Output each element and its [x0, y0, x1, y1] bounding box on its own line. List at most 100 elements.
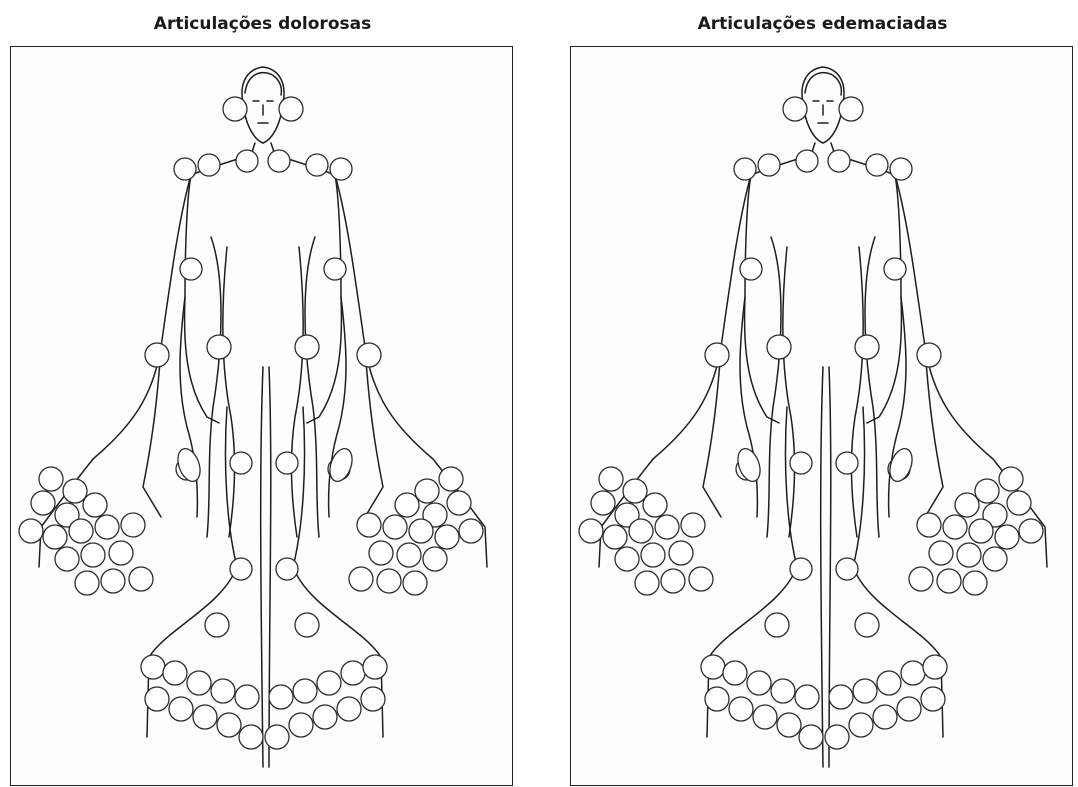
painful-joint-circle-63[interactable] — [363, 655, 387, 679]
painful-joint-circle-39[interactable] — [415, 479, 439, 503]
swollen-joint-circle-18[interactable] — [790, 558, 812, 580]
painful-joint-circle-67[interactable] — [217, 713, 241, 737]
swollen-joint-circle-64[interactable] — [705, 687, 729, 711]
painful-joint-circle-69[interactable] — [265, 725, 289, 749]
swollen-joint-circle-43[interactable] — [1019, 519, 1043, 543]
painful-joint-circle-70[interactable] — [289, 713, 313, 737]
painful-joint-circle-61[interactable] — [317, 671, 341, 695]
painful-joint-circle-15[interactable] — [276, 452, 298, 474]
swollen-joint-circle-62[interactable] — [901, 661, 925, 685]
swollen-joint-circle-14[interactable] — [790, 452, 812, 474]
painful-joint-circle-28[interactable] — [43, 525, 67, 549]
painful-joint-circle-6[interactable] — [306, 154, 328, 176]
painful-joint-circle-34[interactable] — [55, 547, 79, 571]
swollen-joint-circle-34[interactable] — [615, 547, 639, 571]
swollen-joint-circle-9[interactable] — [884, 258, 906, 280]
painful-joint-circle-3[interactable] — [198, 154, 220, 176]
swollen-joint-circle-59[interactable] — [829, 685, 853, 709]
painful-joint-circle-50[interactable] — [423, 547, 447, 571]
swollen-joint-circle-5[interactable] — [828, 150, 850, 172]
swollen-joint-circle-50[interactable] — [983, 547, 1007, 571]
swollen-joint-oval-0[interactable] — [734, 446, 764, 485]
painful-joint-circle-43[interactable] — [459, 519, 483, 543]
painful-joint-circle-4[interactable] — [236, 150, 258, 172]
painful-joint-circle-40[interactable] — [447, 491, 471, 515]
painful-joint-circle-21[interactable] — [295, 613, 319, 637]
painful-joint-circle-48[interactable] — [369, 541, 393, 565]
swollen-joint-circle-2[interactable] — [734, 158, 756, 180]
swollen-joint-circle-67[interactable] — [777, 713, 801, 737]
swollen-joint-circle-36[interactable] — [661, 569, 685, 593]
painful-joint-circle-64[interactable] — [145, 687, 169, 711]
swollen-joint-circle-8[interactable] — [740, 258, 762, 280]
painful-joint-circle-62[interactable] — [341, 661, 365, 685]
swollen-joint-circle-28[interactable] — [603, 525, 627, 549]
painful-joint-oval-1[interactable] — [326, 446, 356, 485]
painful-joint-circle-32[interactable] — [109, 541, 133, 565]
painful-joint-circle-0[interactable] — [223, 97, 247, 121]
swollen-joint-circle-42[interactable] — [955, 493, 979, 517]
swollen-joint-circle-4[interactable] — [796, 150, 818, 172]
swollen-joint-circle-57[interactable] — [771, 679, 795, 703]
swollen-joint-circle-3[interactable] — [758, 154, 780, 176]
swollen-joint-circle-58[interactable] — [795, 685, 819, 709]
painful-joint-circle-54[interactable] — [141, 655, 165, 679]
swollen-joint-circle-13[interactable] — [917, 343, 941, 367]
swollen-joint-circle-49[interactable] — [957, 543, 981, 567]
painful-joint-circle-51[interactable] — [349, 567, 373, 591]
swollen-joint-circle-31[interactable] — [681, 513, 705, 537]
painful-joint-circle-1[interactable] — [279, 97, 303, 121]
painful-joint-oval-0[interactable] — [174, 446, 204, 485]
swollen-joint-circle-23[interactable] — [623, 479, 647, 503]
painful-joint-circle-5[interactable] — [268, 150, 290, 172]
painful-joint-circle-10[interactable] — [145, 343, 169, 367]
painful-joint-circle-24[interactable] — [31, 491, 55, 515]
painful-joint-circle-66[interactable] — [193, 705, 217, 729]
painful-joint-circle-46[interactable] — [383, 515, 407, 539]
swollen-joint-circle-70[interactable] — [849, 713, 873, 737]
swollen-joint-circle-30[interactable] — [655, 515, 679, 539]
painful-joint-circle-8[interactable] — [180, 258, 202, 280]
painful-joint-circle-31[interactable] — [121, 513, 145, 537]
painful-joint-circle-35[interactable] — [129, 567, 153, 591]
painful-joint-circle-60[interactable] — [293, 679, 317, 703]
painful-joint-circle-68[interactable] — [239, 725, 263, 749]
swollen-joint-circle-0[interactable] — [783, 97, 807, 121]
painful-joint-circle-45[interactable] — [409, 519, 433, 543]
swollen-joint-circle-45[interactable] — [969, 519, 993, 543]
painful-joint-circle-20[interactable] — [205, 613, 229, 637]
swollen-joint-circle-20[interactable] — [765, 613, 789, 637]
swollen-joint-circle-1[interactable] — [839, 97, 863, 121]
swollen-joint-circle-29[interactable] — [629, 519, 653, 543]
painful-joint-circle-2[interactable] — [174, 158, 196, 180]
swollen-joint-circle-35[interactable] — [689, 567, 713, 591]
painful-joint-circle-14[interactable] — [230, 452, 252, 474]
swollen-joint-circle-26[interactable] — [643, 493, 667, 517]
swollen-joint-circle-51[interactable] — [909, 567, 933, 591]
painful-joint-circle-30[interactable] — [95, 515, 119, 539]
swollen-joint-circle-55[interactable] — [723, 661, 747, 685]
painful-joint-circle-57[interactable] — [211, 679, 235, 703]
swollen-joint-circle-72[interactable] — [897, 697, 921, 721]
swollen-joint-circle-65[interactable] — [729, 697, 753, 721]
swollen-joint-circle-10[interactable] — [705, 343, 729, 367]
painful-joint-circle-53[interactable] — [403, 571, 427, 595]
painful-joint-circle-38[interactable] — [439, 467, 463, 491]
painful-joint-circle-13[interactable] — [357, 343, 381, 367]
painful-joint-circle-47[interactable] — [357, 513, 381, 537]
swollen-joint-circle-53[interactable] — [963, 571, 987, 595]
swollen-joint-circle-71[interactable] — [873, 705, 897, 729]
painful-joint-circle-27[interactable] — [19, 519, 43, 543]
painful-joint-circle-7[interactable] — [330, 158, 352, 180]
painful-joint-circle-55[interactable] — [163, 661, 187, 685]
painful-joint-circle-9[interactable] — [324, 258, 346, 280]
swollen-joint-circle-60[interactable] — [853, 679, 877, 703]
painful-joint-circle-44[interactable] — [435, 525, 459, 549]
painful-joint-circle-36[interactable] — [101, 569, 125, 593]
painful-joint-circle-65[interactable] — [169, 697, 193, 721]
swollen-joint-circle-73[interactable] — [921, 687, 945, 711]
painful-joint-circle-18[interactable] — [230, 558, 252, 580]
painful-joint-circle-26[interactable] — [83, 493, 107, 517]
painful-joint-circle-29[interactable] — [69, 519, 93, 543]
swollen-joint-circle-46[interactable] — [943, 515, 967, 539]
